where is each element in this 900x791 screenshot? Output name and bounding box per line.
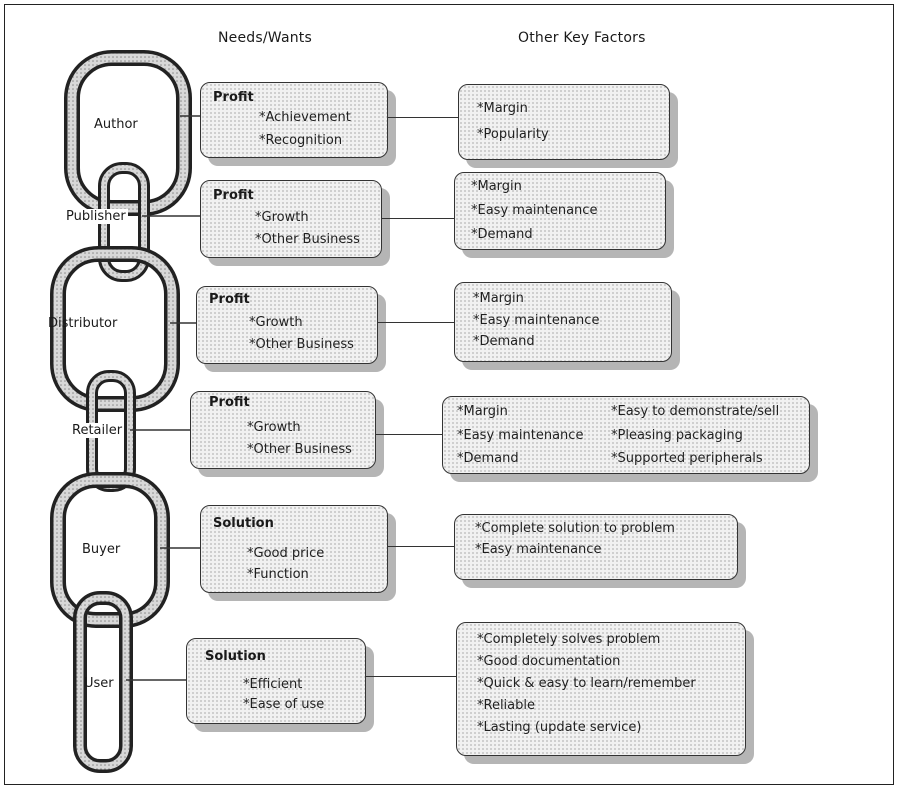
- needs-item: *Recognition: [259, 133, 343, 148]
- factor-item: *Reliable: [477, 698, 535, 713]
- link-label-author: Author: [94, 117, 138, 132]
- needs-title: Solution: [213, 516, 274, 531]
- factor-item: *Quick & easy to learn/remember: [477, 676, 696, 691]
- factor-item: *Easy maintenance: [473, 313, 600, 328]
- needs-box-buyer: Solution *Good price *Function: [200, 505, 388, 593]
- chain-link-distributor: [50, 246, 180, 412]
- chain-link-buyer: [50, 472, 170, 628]
- needs-box-author: Profit *Achievement *Recognition: [200, 82, 388, 158]
- needs-item: *Achievement: [259, 110, 351, 125]
- needs-item: *Other Business: [247, 442, 352, 457]
- needs-item: *Growth: [249, 315, 303, 330]
- factor-item: *Supported peripherals: [611, 451, 763, 466]
- chain-link-user: [73, 591, 133, 773]
- needs-title: Solution: [205, 649, 266, 664]
- connector-line: [366, 676, 456, 677]
- factor-item: *Good documentation: [477, 654, 621, 669]
- chain-link-author: [64, 50, 192, 216]
- factors-box-publisher: *Margin *Easy maintenance *Demand: [454, 172, 666, 250]
- factors-box-user: *Completely solves problem *Good documen…: [456, 622, 746, 756]
- factor-item: *Margin: [457, 404, 508, 419]
- connector-line: [388, 546, 454, 547]
- connector-line: [382, 218, 454, 219]
- connector-line: [376, 434, 442, 435]
- link-label-buyer: Buyer: [82, 542, 121, 557]
- needs-item: *Ease of use: [243, 697, 325, 712]
- factors-box-author: *Margin *Popularity: [458, 84, 670, 160]
- link-label-retailer: Retailer: [70, 423, 125, 438]
- factor-item: *Margin: [477, 101, 528, 116]
- needs-box-user: Solution *Efficient *Ease of use: [186, 638, 366, 724]
- factor-item: *Demand: [473, 334, 535, 349]
- needs-item: *Other Business: [249, 337, 354, 352]
- factor-item: *Easy maintenance: [457, 428, 584, 443]
- factor-item: *Easy maintenance: [471, 203, 598, 218]
- link-label-user: User: [84, 676, 114, 691]
- factor-item: *Popularity: [477, 127, 549, 142]
- factor-item: *Pleasing packaging: [611, 428, 743, 443]
- needs-title: Profit: [213, 90, 254, 105]
- needs-box-distributor: Profit *Growth *Other Business: [196, 286, 378, 364]
- needs-box-retailer: Profit *Growth *Other Business: [190, 391, 376, 469]
- needs-item: *Efficient: [243, 677, 303, 692]
- factor-item: *Lasting (update service): [477, 720, 642, 735]
- needs-title: Profit: [213, 188, 254, 203]
- factor-item: *Easy to demonstrate/sell: [611, 404, 780, 419]
- needs-box-publisher: Profit *Growth *Other Business: [200, 180, 382, 258]
- connector-line: [388, 117, 458, 118]
- connector-line: [378, 322, 454, 323]
- factor-item: *Demand: [457, 451, 519, 466]
- factors-box-distributor: *Margin *Easy maintenance *Demand: [454, 282, 672, 362]
- factor-item: *Complete solution to problem: [475, 521, 675, 536]
- link-label-distributor: Distributor: [48, 316, 118, 331]
- link-label-publisher: Publisher: [64, 209, 128, 224]
- needs-item: *Growth: [255, 210, 309, 225]
- factors-box-retailer: *Margin *Easy maintenance *Demand *Easy …: [442, 396, 810, 474]
- other-factors-header: Other Key Factors: [518, 30, 646, 46]
- needs-item: *Function: [247, 567, 309, 582]
- factor-item: *Completely solves problem: [477, 632, 661, 647]
- needs-item: *Growth: [247, 420, 301, 435]
- needs-title: Profit: [209, 395, 250, 410]
- factor-item: *Easy maintenance: [475, 542, 602, 557]
- needs-title: Profit: [209, 292, 250, 307]
- needs-item: *Good price: [247, 546, 325, 561]
- needs-item: *Other Business: [255, 232, 360, 247]
- factor-item: *Demand: [471, 227, 533, 242]
- factor-item: *Margin: [471, 179, 522, 194]
- factor-item: *Margin: [473, 291, 524, 306]
- factors-box-buyer: *Complete solution to problem *Easy main…: [454, 514, 738, 580]
- needs-header: Needs/Wants: [218, 30, 312, 46]
